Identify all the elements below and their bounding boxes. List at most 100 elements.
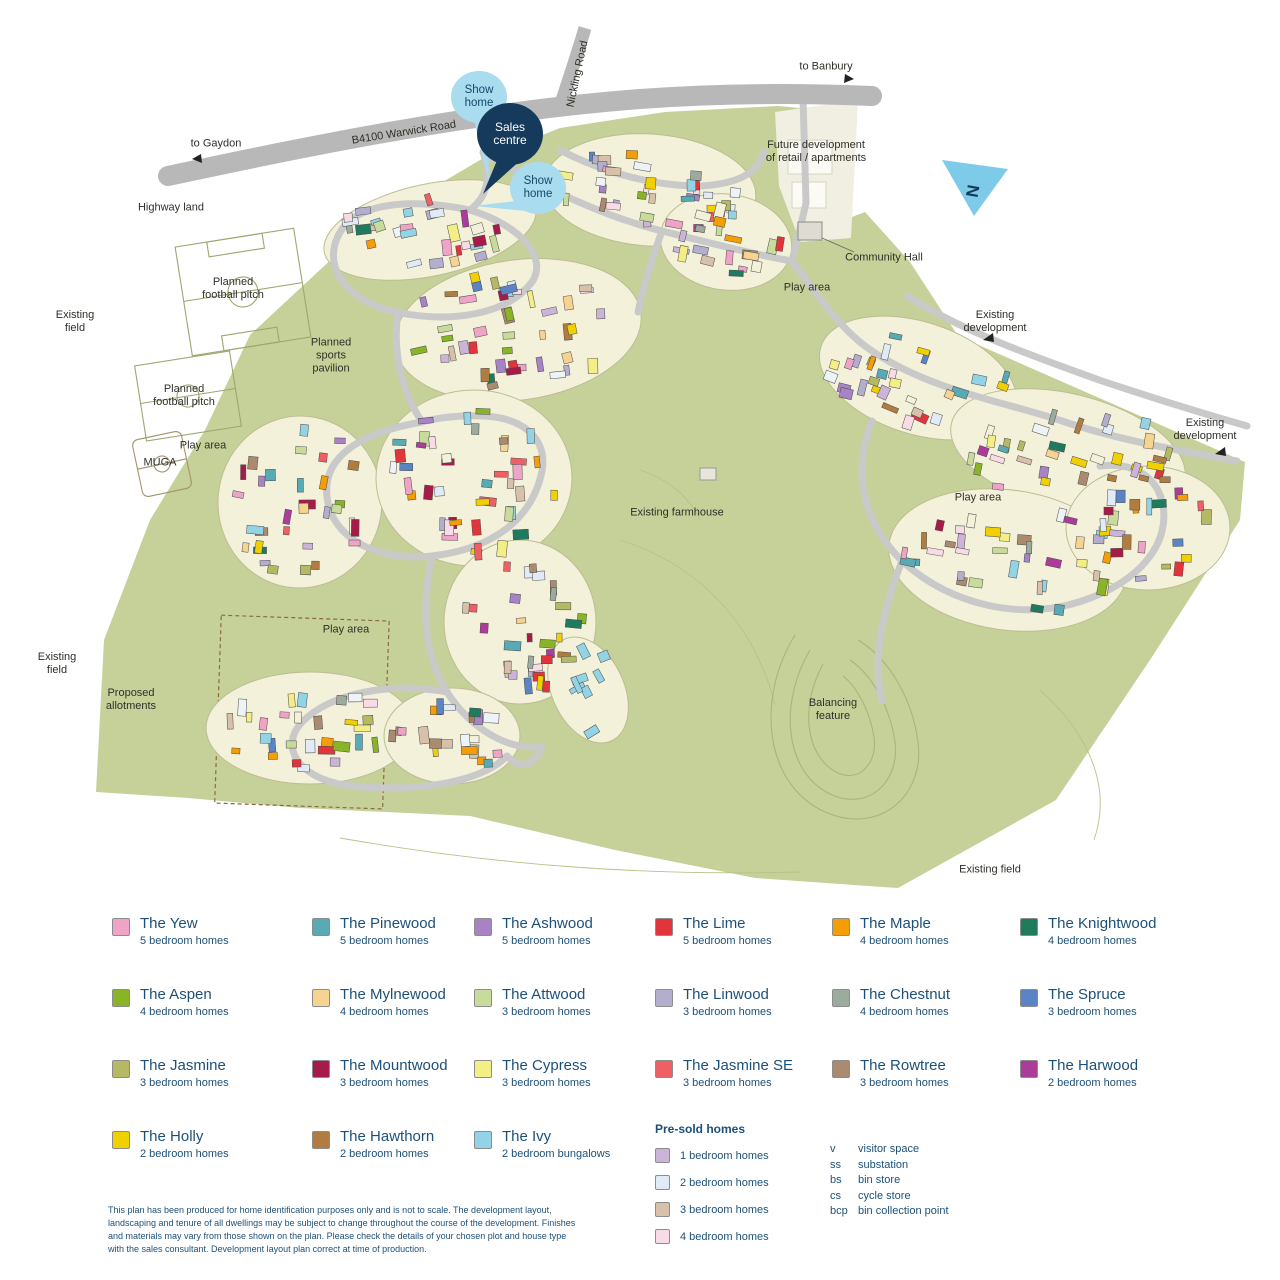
legend-item: The Yew 5 bedroom homes — [112, 915, 312, 986]
legend-item: The Mountwood 3 bedroom homes — [312, 1057, 474, 1128]
show-home-bubble-2: Show home — [510, 162, 566, 214]
house-type-name: The Mylnewood — [340, 986, 446, 1003]
muga-court — [132, 431, 192, 497]
house-type-desc: 5 bedroom homes — [340, 935, 429, 947]
house-type-desc: 4 bedroom homes — [140, 1006, 229, 1018]
legend-item: The Ashwood 5 bedroom homes — [474, 915, 655, 986]
legend-item: The Linwood 3 bedroom homes — [655, 986, 832, 1057]
pre-sold-item: 1 bedroom homes — [655, 1148, 769, 1163]
farmhouse-building — [699, 467, 717, 481]
house-type-swatch — [655, 1060, 673, 1078]
abbreviation-label: bin collection point — [858, 1205, 949, 1217]
house-type-name: The Jasmine — [140, 1057, 226, 1074]
house-type-name: The Attwood — [502, 986, 586, 1003]
house-type-desc: 3 bedroom homes — [340, 1077, 429, 1089]
pre-sold-item: 4 bedroom homes — [655, 1229, 769, 1244]
house-type-swatch — [832, 1060, 850, 1078]
house-type-desc: 3 bedroom homes — [1048, 1006, 1137, 1018]
pre-sold-swatch — [655, 1202, 670, 1217]
house-type-desc: 3 bedroom homes — [683, 1006, 772, 1018]
pre-sold-item: 3 bedroom homes — [655, 1202, 769, 1217]
house-type-swatch — [312, 1060, 330, 1078]
legend-item: The Jasmine 3 bedroom homes — [112, 1057, 312, 1128]
site-plan-art: N — [96, 26, 1251, 888]
house-type-desc: 2 bedroom homes — [140, 1148, 229, 1160]
abbreviation-row: v visitor space — [830, 1143, 949, 1155]
house-type-name: The Linwood — [683, 986, 769, 1003]
house-type-swatch — [474, 989, 492, 1007]
pre-sold-legend: Pre-sold homes 1 bedroom homes 2 bedroom… — [655, 1122, 769, 1256]
pre-sold-label: 2 bedroom homes — [680, 1176, 769, 1189]
legend-item: The Maple 4 bedroom homes — [832, 915, 1020, 986]
house-type-legend: The Yew 5 bedroom homes The Pinewood 5 b… — [112, 915, 1268, 1199]
house-type-name: The Knightwood — [1048, 915, 1157, 932]
housing-plots — [226, 150, 1212, 773]
house-type-name: The Harwood — [1048, 1057, 1139, 1074]
abbreviation-key: v visitor space ss substation bs bin sto… — [830, 1143, 949, 1221]
pre-sold-swatch — [655, 1148, 670, 1163]
pre-sold-swatch — [655, 1229, 670, 1244]
house-type-desc: 4 bedroom homes — [860, 935, 949, 947]
house-type-name: The Yew — [140, 915, 198, 932]
house-type-desc: 2 bedroom homes — [1048, 1077, 1137, 1089]
house-type-swatch — [1020, 989, 1038, 1007]
house-type-swatch — [112, 1060, 130, 1078]
house-type-desc: 5 bedroom homes — [502, 935, 591, 947]
legend-item: The Cypress 3 bedroom homes — [474, 1057, 655, 1128]
house-type-swatch — [1020, 1060, 1038, 1078]
pre-sold-title: Pre-sold homes — [655, 1122, 746, 1136]
house-type-name: The Rowtree — [860, 1057, 946, 1074]
abbreviation-key-letter: bs — [830, 1174, 842, 1186]
house-type-name: The Chestnut — [860, 986, 951, 1003]
house-type-swatch — [312, 989, 330, 1007]
house-type-desc: 5 bedroom homes — [683, 935, 772, 947]
pre-sold-label: 3 bedroom homes — [680, 1203, 769, 1216]
main-roads — [158, 26, 882, 186]
house-type-swatch — [112, 989, 130, 1007]
house-type-swatch — [832, 989, 850, 1007]
future-development-buildings — [787, 139, 833, 209]
house-type-name: The Mountwood — [340, 1057, 448, 1074]
legend-item: The Attwood 3 bedroom homes — [474, 986, 655, 1057]
house-type-desc: 4 bedroom homes — [340, 1006, 429, 1018]
house-type-desc: 2 bedroom homes — [340, 1148, 429, 1160]
house-type-desc: 3 bedroom homes — [140, 1077, 229, 1089]
house-type-swatch — [474, 1131, 492, 1149]
pre-sold-label: 4 bedroom homes — [680, 1230, 769, 1243]
house-type-name: The Pinewood — [340, 915, 436, 932]
abbreviation-key-letter: bcp — [830, 1205, 848, 1217]
abbreviation-label: bin store — [858, 1174, 901, 1186]
legend-item: The Mylnewood 4 bedroom homes — [312, 986, 474, 1057]
house-type-desc: 3 bedroom homes — [502, 1006, 591, 1018]
legend-item: The Knightwood 4 bedroom homes — [1020, 915, 1268, 986]
legend-item: The Rowtree 3 bedroom homes — [832, 1057, 1020, 1128]
house-type-swatch — [474, 918, 492, 936]
house-type-swatch — [112, 1131, 130, 1149]
community-hall-building — [797, 221, 855, 253]
house-type-name: The Maple — [860, 915, 931, 932]
legend-item: The Aspen 4 bedroom homes — [112, 986, 312, 1057]
house-type-name: The Jasmine SE — [683, 1057, 794, 1074]
legend-item: The Pinewood 5 bedroom homes — [312, 915, 474, 986]
house-type-swatch — [1020, 918, 1038, 936]
legend-item: The Lime 5 bedroom homes — [655, 915, 832, 986]
house-type-desc: 5 bedroom homes — [140, 935, 229, 947]
house-type-name: The Aspen — [140, 986, 212, 1003]
legend-item: The Ivy 2 bedroom bungalows — [474, 1128, 655, 1199]
field-contours — [339, 469, 1101, 874]
house-type-swatch — [474, 1060, 492, 1078]
svg-text:N: N — [962, 183, 983, 198]
house-type-desc: 4 bedroom homes — [860, 1006, 949, 1018]
legend-item: The Hawthorn 2 bedroom homes — [312, 1128, 474, 1199]
house-type-name: The Spruce — [1048, 986, 1126, 1003]
house-type-name: The Hawthorn — [340, 1128, 435, 1145]
sales-centre-bubble: Sales centre — [477, 103, 543, 165]
house-type-name: The Ivy — [502, 1128, 552, 1145]
house-type-swatch — [312, 1131, 330, 1149]
football-pitch-1 — [174, 227, 312, 357]
pre-sold-swatch — [655, 1175, 670, 1190]
legend-item: The Spruce 3 bedroom homes — [1020, 986, 1268, 1057]
legend-item: The Jasmine SE 3 bedroom homes — [655, 1057, 832, 1128]
football-pitch-2 — [134, 350, 242, 442]
